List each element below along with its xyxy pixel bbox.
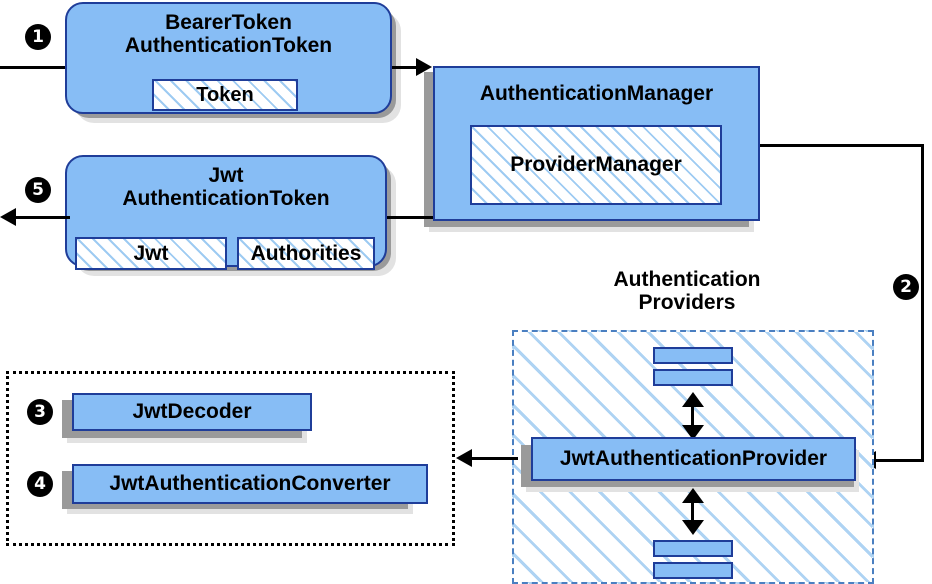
provider-link-bottom-line (691, 496, 694, 528)
provider-link-top-arrow-down (682, 425, 704, 440)
step-badge-2-number: 2 (900, 276, 912, 297)
step-badge-4: 4 (27, 471, 53, 497)
authentication-manager-inner-provider-manager[interactable]: ProviderManager (470, 125, 722, 205)
node-jwt-authentication-provider[interactable]: JwtAuthenticationProvider (531, 437, 856, 481)
jwt-converter-label: JwtAuthenticationConverter (109, 471, 391, 495)
provider-stack-bottom-bar-1 (653, 540, 733, 557)
provider-link-top-line (691, 400, 694, 433)
connector-manager-out-horizontal (760, 144, 924, 147)
provider-link-bottom-arrow-up (682, 488, 704, 503)
node-jwt-authentication-converter[interactable]: JwtAuthenticationConverter (72, 464, 428, 504)
provider-link-top-arrow-up (682, 392, 704, 407)
bearer-token-field-label: Token (196, 83, 254, 106)
step-badge-4-number: 4 (34, 473, 46, 494)
region-jwt-helpers (6, 371, 455, 546)
jwt-token-field-jwt[interactable]: Jwt (75, 237, 227, 270)
connector-response-out-arrowhead (0, 208, 16, 226)
jwt-token-field-jwt-label: Jwt (133, 241, 169, 265)
provider-stack-bottom-bar-2 (653, 562, 733, 579)
jwt-provider-label: JwtAuthenticationProvider (559, 446, 828, 470)
provider-stack-top-bar-2 (653, 369, 733, 386)
step-badge-1-number: 1 (32, 26, 44, 47)
step-badge-2: 2 (893, 274, 919, 300)
connector-provider-to-helpers-arrowhead (456, 449, 472, 467)
connector-to-provider-horizontal (876, 459, 924, 462)
provider-manager-label: ProviderManager (510, 153, 682, 176)
provider-stack-top-bar-1 (653, 347, 733, 364)
connector-token-to-manager-arrowhead (416, 58, 432, 76)
jwt-decoder-label: JwtDecoder (132, 399, 252, 423)
authentication-manager-title: AuthenticationManager (479, 82, 714, 105)
connector-request-in (0, 66, 70, 69)
jwt-token-field-authorities[interactable]: Authorities (237, 237, 375, 270)
authentication-providers-title: Authentication Providers (613, 268, 761, 315)
connector-token-to-manager (392, 66, 420, 69)
step-badge-3: 3 (27, 399, 53, 425)
provider-link-bottom-arrow-down (682, 520, 704, 535)
connector-provider-to-helpers (472, 457, 518, 460)
connector-response-out (16, 216, 70, 219)
bearer-token-title: BearerToken AuthenticationToken (124, 11, 333, 58)
bearer-token-field-token[interactable]: Token (152, 79, 298, 111)
jwt-token-field-authorities-label: Authorities (250, 241, 362, 265)
step-badge-3-number: 3 (34, 401, 46, 422)
step-badge-5-number: 5 (32, 179, 44, 200)
connector-manager-out-vertical (921, 144, 924, 462)
step-badge-1: 1 (25, 24, 51, 50)
connector-manager-to-jwt-token (387, 216, 433, 219)
node-jwt-decoder[interactable]: JwtDecoder (72, 393, 312, 431)
step-badge-5: 5 (25, 177, 51, 203)
jwt-token-title: Jwt AuthenticationToken (122, 164, 330, 211)
